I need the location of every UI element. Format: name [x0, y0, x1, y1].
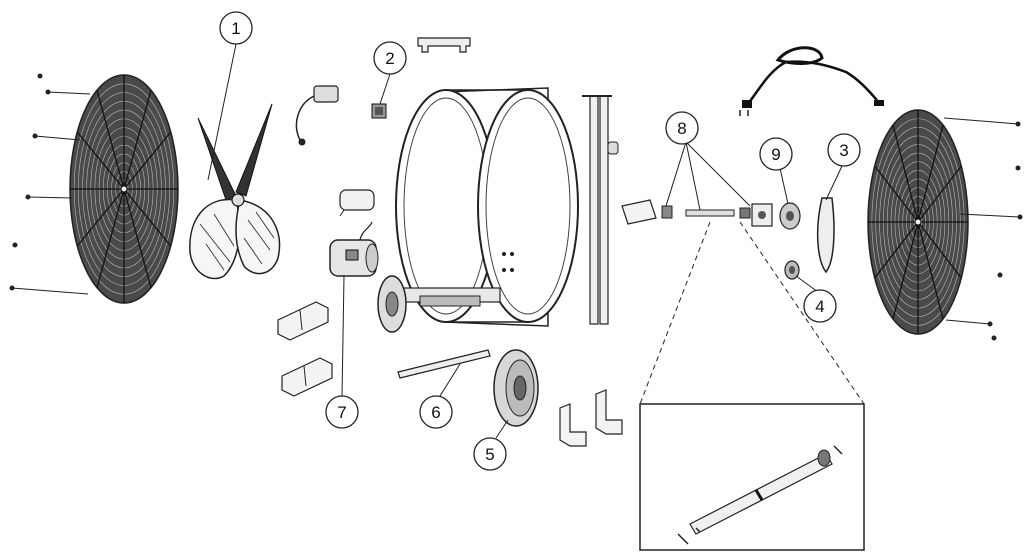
axle-assembly-part [621, 199, 773, 227]
right-grill [867, 109, 969, 335]
grill-spoke [123, 131, 172, 190]
svg-text:9: 9 [771, 145, 780, 164]
fan-blade-part [189, 103, 281, 280]
grill-spoke [76, 188, 125, 247]
callout-5: 5 [473, 437, 507, 471]
axle-nut-part [779, 202, 801, 230]
left-grill-clips [9, 73, 91, 295]
grill-spoke [76, 131, 125, 190]
grill-spoke [123, 188, 152, 288]
svg-text:8: 8 [677, 119, 686, 138]
callout-8: 8 [665, 111, 699, 145]
grill-spoke [892, 124, 919, 223]
grill-spoke [917, 124, 944, 223]
callout-1: 1 [219, 11, 253, 45]
motor-brackets [277, 301, 333, 397]
handle-frame [582, 95, 619, 325]
grill-spoke [874, 221, 919, 279]
callout-3: 3 [827, 133, 861, 167]
callout-6: 6 [419, 395, 453, 429]
callout-9: 9 [759, 137, 793, 171]
strain-relief-part [816, 197, 835, 274]
svg-text:3: 3 [839, 141, 848, 160]
switch-part [371, 103, 387, 119]
top-bracket [417, 37, 471, 53]
axle-detail-inset [639, 221, 865, 551]
grill-spoke [874, 165, 919, 223]
feet-brackets [559, 389, 623, 447]
capacitor [339, 189, 375, 217]
left-grill [69, 74, 179, 304]
drum-housing [395, 87, 579, 327]
svg-text:2: 2 [385, 49, 394, 68]
wire-harness [295, 85, 339, 146]
motor-part [329, 221, 379, 277]
svg-text:5: 5 [485, 445, 494, 464]
power-cord [739, 46, 884, 116]
svg-text:7: 7 [337, 403, 346, 422]
grill-spoke [917, 165, 962, 223]
right-grill-clips [943, 117, 1023, 341]
callout-4: 4 [803, 289, 837, 323]
base-frame [377, 275, 501, 333]
svg-text:1: 1 [231, 19, 240, 38]
wheel-part [493, 349, 539, 427]
grill-spoke [917, 221, 944, 320]
callout-2: 2 [373, 41, 407, 75]
svg-text:6: 6 [431, 403, 440, 422]
leader-lines [207, 43, 843, 439]
grill-spoke [96, 90, 125, 190]
axle-washer-part [784, 260, 800, 280]
callout-7: 7 [325, 395, 359, 429]
grill-spoke [123, 188, 172, 247]
grill-spoke [96, 188, 125, 288]
svg-text:4: 4 [815, 297, 824, 316]
handle-bar-part [397, 349, 491, 379]
grill-spoke [917, 221, 962, 279]
grill-spoke [123, 90, 152, 190]
grill-spoke [892, 221, 919, 320]
